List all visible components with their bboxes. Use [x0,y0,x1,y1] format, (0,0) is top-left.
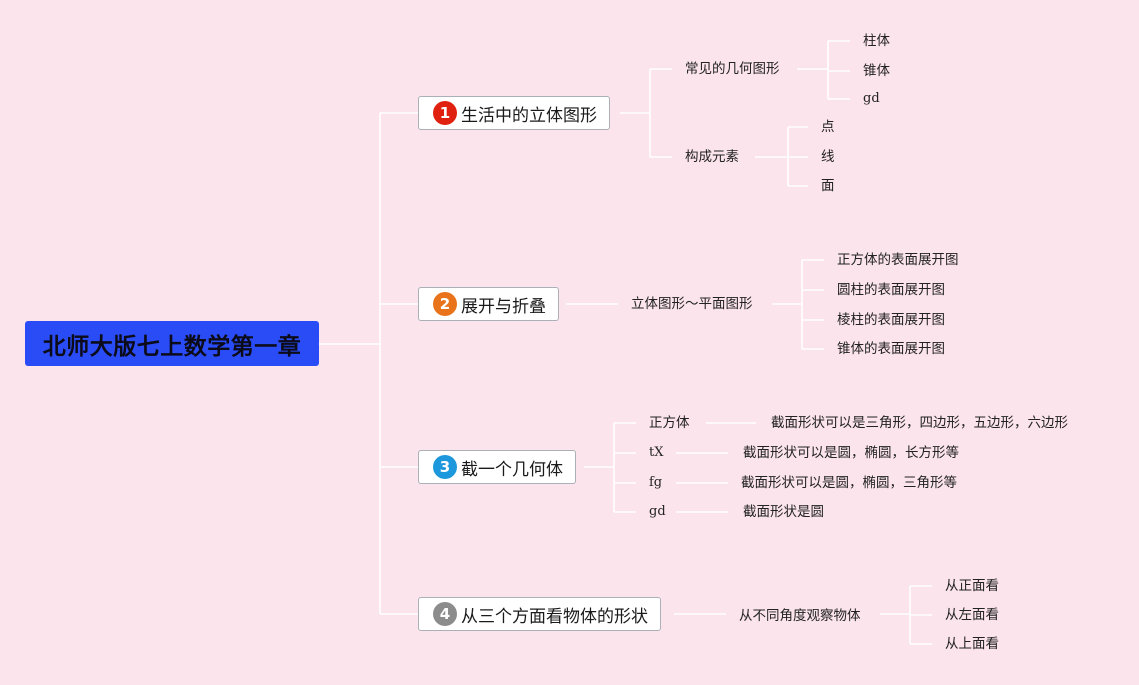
leaf-left-view[interactable]: 从左面看 [945,607,999,623]
leaf-cube-sections[interactable]: 截面形状可以是三角形，四边形，五边形，六边形 [771,415,1068,431]
root-topic-label: 北师大版七上数学第一章 [42,333,302,360]
subtopic-gd[interactable]: gd [649,504,666,519]
leaf-fg-sections[interactable]: 截面形状可以是圆，椭圆，三角形等 [741,475,957,491]
leaf-cylinder-net[interactable]: 圆柱的表面展开图 [837,282,945,298]
subtopic-common-shapes[interactable]: 常见的几何图形 [685,61,780,77]
branch-2-label: 展开与折叠 [461,296,546,317]
leaf-tx-sections[interactable]: 截面形状可以是圆，椭圆，长方形等 [743,445,959,461]
branch-3-topic[interactable]: 3 截一个几何体 [418,450,576,484]
leaf-gd-sections[interactable]: 截面形状是圆 [743,504,824,520]
number-4-icon: 4 [433,602,457,626]
branch-3-label: 截一个几何体 [461,459,563,480]
branch-4-topic[interactable]: 4 从三个方面看物体的形状 [418,597,661,631]
leaf-top-view[interactable]: 从上面看 [945,636,999,652]
branch-1-label: 生活中的立体图形 [461,105,597,126]
leaf-point[interactable]: 点 [821,119,835,135]
subtopic-different-angles[interactable]: 从不同角度观察物体 [739,608,861,624]
leaf-cube-net[interactable]: 正方体的表面展开图 [837,252,959,268]
leaf-prism[interactable]: 柱体 [863,33,890,49]
leaf-cone[interactable]: 锥体 [863,63,890,79]
leaf-front-view[interactable]: 从正面看 [945,578,999,594]
number-2-icon: 2 [433,292,457,316]
leaf-line[interactable]: 线 [821,149,835,165]
branch-1-topic[interactable]: 1 生活中的立体图形 [418,96,610,130]
subtopic-elements[interactable]: 构成元素 [685,149,739,165]
subtopic-tx[interactable]: tX [649,445,664,460]
number-1-icon: 1 [433,101,457,125]
number-3-icon: 3 [433,455,457,479]
leaf-gd[interactable]: gd [863,91,880,106]
subtopic-fg[interactable]: fg [649,475,663,490]
leaf-cone-net[interactable]: 锥体的表面展开图 [837,341,945,357]
subtopic-solid-to-plane[interactable]: 立体图形～平面图形 [631,296,753,312]
subtopic-cube[interactable]: 正方体 [649,415,690,431]
leaf-prism-net[interactable]: 棱柱的表面展开图 [837,312,945,328]
branch-4-label: 从三个方面看物体的形状 [461,606,648,627]
root-topic[interactable]: 北师大版七上数学第一章 [25,321,319,366]
leaf-surface[interactable]: 面 [821,178,835,194]
branch-2-topic[interactable]: 2 展开与折叠 [418,287,559,321]
